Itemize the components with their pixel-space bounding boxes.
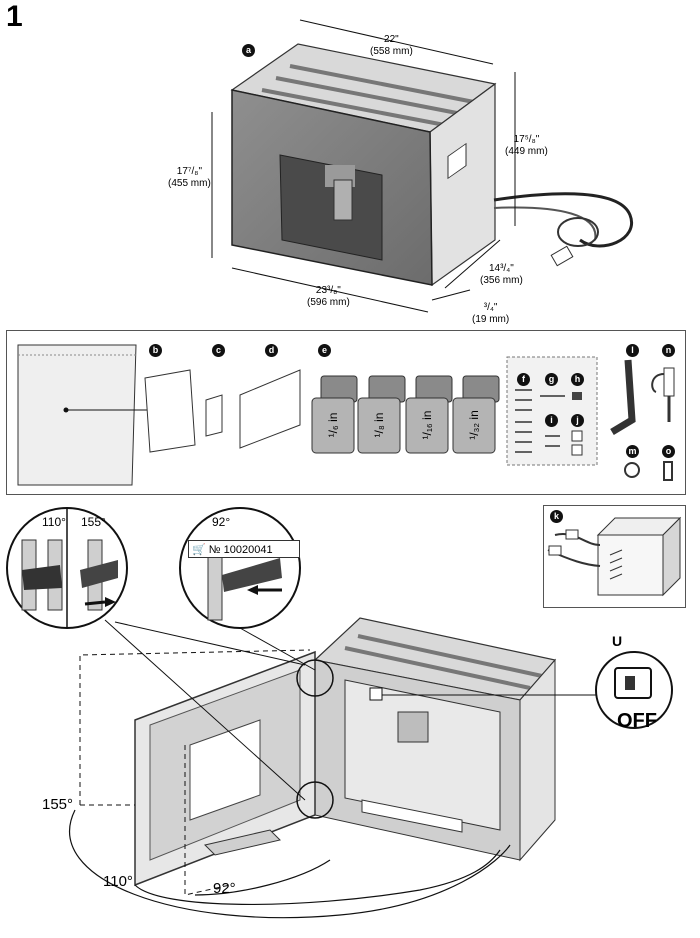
front-width-inches: 23³/₈": [315, 285, 341, 296]
spacer-label-4: ¹/₃₂ in: [467, 410, 481, 440]
depth-dimension: 14³/₄" (356 mm): [480, 263, 523, 287]
badge-h: h: [571, 373, 584, 386]
front-depth-mm: (19 mm): [472, 314, 510, 325]
front-width-mm: (596 mm): [307, 297, 350, 308]
parts-drawings: [17, 344, 675, 486]
badge-k: k: [550, 510, 563, 523]
switch-label-u: U: [612, 633, 623, 649]
badge-b: b: [149, 344, 162, 357]
front-width-dimension: 23³/₈" (596 mm): [307, 285, 350, 309]
badge-d: d: [265, 344, 278, 357]
badge-c: c: [212, 344, 225, 357]
height-dimension: 17⁵/₈" (449 mm): [505, 134, 548, 158]
kit-drawing: [547, 516, 682, 597]
front-height-inches: 17⁷/₈": [176, 166, 202, 177]
badge-g: g: [545, 373, 558, 386]
door-angle-155: 155°: [42, 796, 74, 813]
front-height-mm: (455 mm): [168, 178, 211, 189]
spacer-label-1: ¹/₆ in: [326, 412, 340, 438]
front-depth-dimension: ³/₄" (19 mm): [472, 302, 509, 326]
depth-mm: (356 mm): [480, 275, 523, 286]
door-angle-92: 92°: [213, 880, 236, 897]
front-height-dimension: 17⁷/₈" (455 mm): [168, 166, 211, 190]
badge-m: m: [626, 445, 639, 458]
badge-n: n: [662, 344, 675, 357]
width-inches: 22": [384, 34, 399, 45]
kit-box: [543, 505, 686, 608]
height-mm: (449 mm): [505, 146, 548, 157]
hinge-angle-155: 155°: [81, 515, 106, 529]
spacer-label-2: ¹/₈ in: [372, 412, 386, 438]
badge-j: j: [571, 414, 584, 427]
step-number: 1: [6, 0, 23, 33]
badge-a: a: [242, 44, 255, 57]
badge-i: i: [545, 414, 558, 427]
front-depth-inches: ³/₄": [483, 302, 498, 313]
spacer-label-3: ¹/₁₆ in: [420, 410, 434, 440]
appliance-drawing: [211, 19, 634, 313]
part-number: № 10020041: [208, 544, 273, 556]
part-number-tag: 🛒 № 10020041: [188, 540, 300, 558]
height-inches: 17⁵/₈": [513, 134, 540, 145]
door-angle-110: 110°: [103, 873, 133, 890]
badge-f: f: [517, 373, 530, 386]
cart-icon: 🛒: [192, 544, 206, 556]
switch-state-off: OFF: [617, 710, 657, 732]
open-appliance-drawing: [68, 617, 596, 919]
hinge-angle-110: 110°: [42, 515, 66, 529]
parts-box: [6, 330, 686, 495]
badge-e: e: [318, 344, 331, 357]
width-mm: (558 mm): [370, 46, 413, 57]
depth-inches: 14³/₄": [488, 263, 514, 274]
badge-o: o: [662, 445, 675, 458]
width-dimension: 22" (558 mm): [370, 34, 413, 58]
hinge-detail-drawings: [6, 507, 673, 729]
badge-l: l: [626, 344, 639, 357]
hinge-angle-92: 92°: [212, 515, 231, 529]
